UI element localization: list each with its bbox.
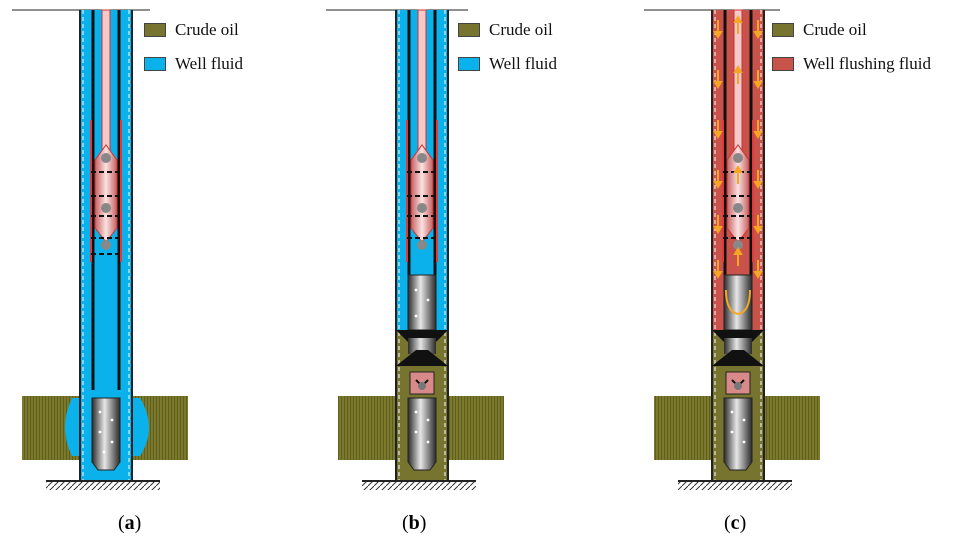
legend-label: Crude oil xyxy=(489,20,553,39)
crude-oil-swatch xyxy=(458,23,480,37)
legend-label: Crude oil xyxy=(175,20,239,39)
legend-item-flushing-fluid: Well flushing fluid xyxy=(772,54,931,74)
crude-oil-swatch xyxy=(772,23,794,37)
crude-oil-swatch xyxy=(144,23,166,37)
legend-item-well-fluid: Well fluid xyxy=(144,54,243,74)
sand-control-pipe xyxy=(407,274,437,331)
legend-a: Crude oil Well fluid xyxy=(144,20,243,88)
legend-item-crude-oil: Crude oil xyxy=(144,20,243,40)
caption-letter: b xyxy=(408,512,420,534)
caption-letter: c xyxy=(730,512,740,534)
panel-a: Crude oil Well fluid (a) xyxy=(0,0,320,548)
wellbore-diagram-a xyxy=(12,9,188,490)
legend-label: Crude oil xyxy=(803,20,867,39)
sand-control-pipe xyxy=(723,274,753,331)
legend-label: Well fluid xyxy=(489,54,558,73)
well-fluid-swatch xyxy=(458,57,480,71)
legend-c: Crude oil Well flushing fluid xyxy=(772,20,931,88)
screen-pipe xyxy=(91,397,121,471)
legend-item-crude-oil: Crude oil xyxy=(772,20,931,40)
legend-label: Well flushing fluid xyxy=(803,54,932,73)
flushing-fluid-swatch xyxy=(772,57,794,71)
legend-b: Crude oil Well fluid xyxy=(458,20,557,88)
well-fluid-swatch xyxy=(144,57,166,71)
legend-label: Well fluid xyxy=(175,54,244,73)
caption-a: (a) xyxy=(118,512,142,534)
caption-letter: a xyxy=(124,512,135,534)
plunger xyxy=(410,144,434,243)
wellbore-diagram-c xyxy=(644,9,820,490)
legend-item-crude-oil: Crude oil xyxy=(458,20,557,40)
panel-c: Crude oil Well flushing fluid (c) xyxy=(640,0,960,548)
plunger xyxy=(726,144,750,243)
plunger xyxy=(94,144,118,243)
screen-pipe xyxy=(407,397,437,471)
legend-item-well-fluid: Well fluid xyxy=(458,54,557,74)
flow-arrows xyxy=(713,15,763,315)
screen-pipe xyxy=(723,397,753,471)
panel-b: Crude oil Well fluid (b) xyxy=(320,0,640,548)
caption-c: (c) xyxy=(724,512,747,534)
caption-b: (b) xyxy=(402,512,427,534)
wellbore-diagram-b xyxy=(326,9,504,490)
